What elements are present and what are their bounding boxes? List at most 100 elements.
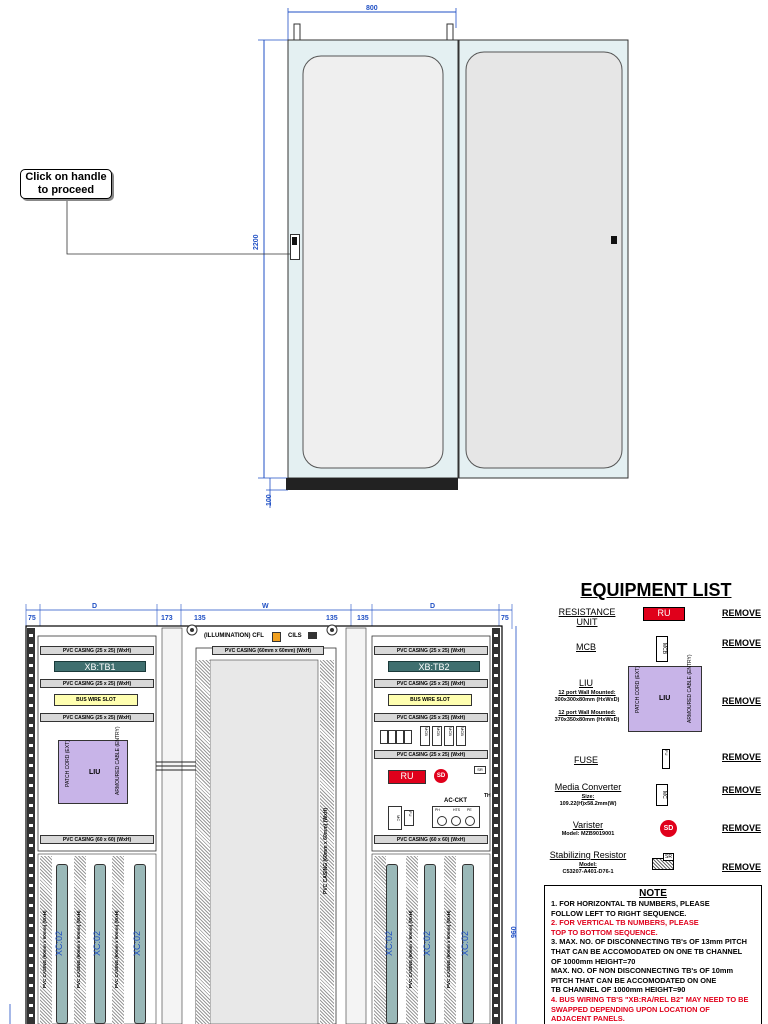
liu-spec-line-1: 12 port Wall Mounted: [558, 690, 616, 696]
liu-spec-line-4: 370x350x80mm (HxWxD) [554, 717, 620, 723]
mc-spec-line-2: 109.22(H)x58.2mm(W) [559, 801, 617, 807]
note-line: OF 1000mm HEIGHT=70 [551, 956, 636, 966]
media-converter-box: MC [388, 806, 402, 830]
pvc-vertical-label-left-c: PVC CASING (60mm x 60mm) (WxH) [114, 910, 119, 988]
th-label: TH [484, 793, 491, 799]
pvc-casing-right-large: PVC CASING (60 x 60) (WxH) [374, 835, 488, 844]
mcb-icon: MCB [444, 726, 454, 746]
note-line: PITCH THAT CAN BE ACCOMODATED ON ONE [551, 975, 717, 985]
dim-left-d: D [92, 603, 98, 610]
pvc-casing-right-2: PVC CASING (25 x 25) (WxH) [374, 679, 488, 688]
ph-label: PH [435, 808, 440, 812]
dim-right-height: 960 [511, 926, 518, 938]
equipment-label-stabilizing-resistor: Stabilizing Resistor [549, 850, 627, 860]
dim-gap3: 135 [326, 615, 338, 622]
stabilizing-resistor-symbol: SR [652, 853, 674, 870]
dim-right-margin: 75 [501, 615, 509, 622]
cabinet-drawing [66, 8, 629, 508]
liu-symbol-label: LIU [659, 695, 671, 702]
note-line: 2. FOR VERTICAL TB NUMBERS, PLEASE [551, 918, 699, 928]
equipment-label-fuse: FUSE [573, 755, 598, 765]
stabilizing-resistor-icon: SR [474, 766, 486, 774]
remove-mcb-button[interactable]: REMOVE [722, 638, 762, 648]
cabinet-base [286, 478, 458, 490]
ac-circuit-box: PH HTS PE [432, 806, 480, 828]
remove-liu-button[interactable]: REMOVE [722, 696, 762, 706]
xc-label-3: XC:02 [132, 930, 142, 956]
equipment-label-media-converter: Media Converter [554, 782, 622, 792]
fuse-symbol: FU [662, 749, 670, 769]
pvc-casing-left-2: PVC CASING (25 x 25) (WxH) [40, 679, 154, 688]
xc-label-6: XC:02 [460, 930, 470, 956]
dim-middle-w: W [262, 603, 269, 610]
socket-icon [451, 816, 461, 826]
equipment-label-mcb: MCB [576, 642, 596, 652]
note-title: NOTE [639, 888, 667, 899]
remove-fuse-button[interactable]: REMOVE [722, 752, 762, 762]
liu-symbol-patch-cord: PATCH CORD (EXT) [635, 666, 641, 713]
bus-wire-slot-right: BUS WIRE SLOT [388, 694, 472, 706]
dim-gap1: 173 [161, 615, 173, 622]
note-line: 1. FOR HORIZONTAL TB NUMBERS, PLEASE [551, 899, 710, 908]
illumination-label: (ILLUMINATION) CFL [204, 633, 264, 639]
mcb-symbol: MCB [656, 636, 668, 662]
liu-symbol-armoured: ARMOURED CABLE (ENTRY) [687, 654, 693, 723]
equipment-list-title: EQUIPMENT LIST [580, 580, 732, 600]
note-line: TB CHANNEL OF 1000mm HEIGHT=90 [551, 985, 686, 995]
fuse-icon: FU [404, 810, 414, 826]
equipment-label-liu: LIU [578, 678, 593, 688]
note-box: NOTE 1. FOR HORIZONTAL TB NUMBERS, PLEAS… [544, 885, 762, 1024]
socket-icon [437, 816, 447, 826]
width-dimension: 800 [366, 5, 378, 12]
mcb-icon [388, 730, 396, 744]
varister-circle: SD [434, 769, 448, 783]
remove-varister-button[interactable]: REMOVE [722, 823, 762, 833]
cabinet-elevation: 800 2200 100 Click on handle to proceed [20, 5, 629, 508]
pvc-casing-vertical-center [320, 660, 334, 1024]
mcb-icon [396, 730, 404, 744]
pvc-casing-right-1: PVC CASING (25 x 25) (WxH) [374, 646, 488, 655]
media-converter-symbol: MC [656, 784, 668, 806]
resistance-unit-text: RESISTANCE UNIT [558, 607, 616, 627]
dim-gap2: 135 [194, 615, 206, 622]
liu-unit-left: LIU PATCH CORD (EXT) ARMOURED CABLE (ENT… [58, 726, 128, 804]
pvc-casing-vertical-label: PVC CASING (60mm x 60mm) (WxH) [323, 807, 329, 894]
sr-spec-line-1: Model: [579, 862, 597, 868]
resistance-unit-symbol: RU [643, 607, 685, 621]
cabinet-layout-section: 75 D 173 135 W 135 135 D 75 960 (ILLUMIN… [0, 574, 768, 1024]
varister-symbol: SD [660, 820, 677, 837]
pvc-hatch-left-a [40, 856, 52, 1024]
cils-icon [308, 632, 317, 639]
note-line: SWAPPED DEPENDING UPON LOCATION OF [551, 1004, 710, 1014]
mcb-icon: MCB [432, 726, 442, 746]
xc-label-4: XC:02 [384, 930, 394, 956]
sr-spec-line-2: C53207-A401-D76-1 [562, 869, 614, 875]
media-converter-spec: Size: 109.22(H)x58.2mm(W) [548, 794, 628, 808]
pvc-vertical-label-left-a: PVC CASING (60mm x 60mm) (WxH) [42, 910, 47, 988]
terminal-block-tb1: XB:TB1 [54, 661, 146, 672]
pvc-casing-vertical-left-center [196, 660, 210, 1024]
sr-symbol-label: SR [663, 853, 674, 861]
liu-spec-1: 12 port Wall Mounted: 300x300x80mm (HxWx… [540, 690, 634, 724]
pvc-hatch-right-a [374, 856, 386, 1024]
door-handle-button[interactable] [290, 234, 300, 260]
hinge-pin-left [293, 23, 301, 43]
pvc-casing-right-4: PVC CASING (25 x 25) (WxH) [374, 750, 488, 759]
pvc-casing-left-1: PVC CASING (25 x 25) (WxH) [40, 646, 154, 655]
note-line: 4. BUS WIRING TB'S "XB:RA/REL B2" MAY NE… [551, 994, 749, 1004]
mcb-icon: MCB [420, 726, 430, 746]
bus-wire-slot-left: BUS WIRE SLOT [54, 694, 138, 706]
pvc-casing-center-top: PVC CASING (60mm x 60mm) (WxH) [212, 646, 324, 655]
click-handle-callout: Click on handle to proceed [20, 169, 112, 199]
note-line: 3. MAX. NO. OF DISCONNECTING TB's OF 13m… [551, 937, 747, 947]
pvc-casing-right-3: PVC CASING (25 x 25) (WxH) [374, 713, 488, 722]
dim-left-margin: 75 [28, 615, 36, 622]
remove-resistance-button[interactable]: REMOVE [722, 608, 762, 618]
remove-media-converter-button[interactable]: REMOVE [722, 785, 762, 795]
mc-spec-line-1: Size: [581, 794, 595, 800]
pvc-vertical-label-left-b: PVC CASING (60mm x 60mm) (WxH) [76, 910, 81, 988]
dim-right-d: D [430, 603, 436, 610]
xc-label-2: XC:02 [92, 930, 102, 956]
remove-stabilizing-resistor-button[interactable]: REMOVE [722, 862, 762, 872]
patch-cord-label: PATCH CORD (EXT) [65, 740, 71, 787]
